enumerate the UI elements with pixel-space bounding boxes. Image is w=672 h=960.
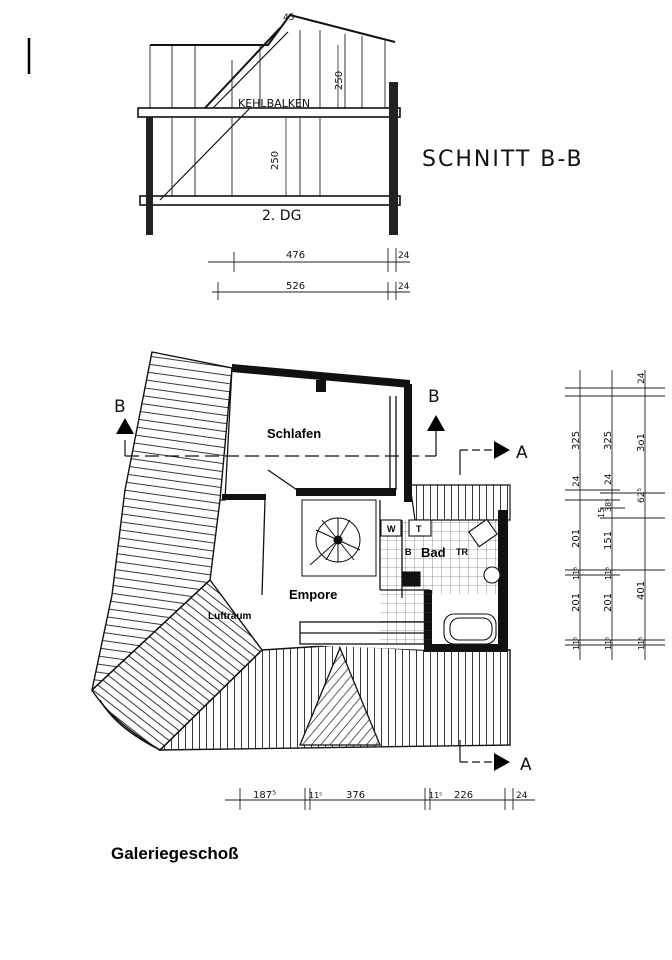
right-dim-151: 151 bbox=[603, 531, 614, 550]
kehlbalken-label: KEHLBALKEN bbox=[238, 97, 310, 110]
section-height-lower: 250 bbox=[270, 151, 281, 170]
roof-outline bbox=[150, 13, 396, 46]
right-dim-115-e: 11⁵ bbox=[637, 637, 646, 650]
caption: Galeriegeschoß bbox=[111, 844, 239, 863]
right-dim-24-top: 24 bbox=[637, 372, 647, 384]
floor-label: 2. DG bbox=[262, 208, 301, 224]
room-label-empore: Empore bbox=[289, 587, 337, 602]
roof-curve bbox=[99, 699, 161, 751]
section-mark-a-top: A bbox=[516, 443, 528, 463]
section-wall-right bbox=[389, 82, 398, 235]
roof-rafter bbox=[212, 31, 289, 109]
right-dim-325-a: 325 bbox=[571, 431, 582, 450]
section-dim-inner: 476 bbox=[286, 250, 305, 261]
schlafen-floor bbox=[230, 368, 410, 500]
section-arrow-a-bottom bbox=[494, 753, 510, 771]
section-arrow-a-top bbox=[494, 441, 510, 459]
right-dim-301: 3o1 bbox=[636, 433, 647, 452]
right-dim-625: 62⁵ bbox=[637, 488, 647, 503]
section-dim-lines bbox=[208, 248, 410, 300]
right-dim-115-c: 11⁵ bbox=[572, 637, 581, 650]
bottom-dim-0: 187⁵ bbox=[253, 790, 276, 801]
section-height-upper: 250 bbox=[334, 71, 345, 90]
room-label-schlafen: Schlafen bbox=[267, 426, 321, 441]
section-mark-b-left: B bbox=[114, 397, 126, 417]
roof-slope-right bbox=[409, 484, 511, 521]
section-line-a bbox=[459, 449, 495, 763]
floor-slab bbox=[139, 195, 401, 206]
bottom-dim-5: 24 bbox=[516, 791, 528, 801]
right-dim-115-d: 11⁵ bbox=[604, 637, 613, 650]
bottom-dim-4: 226 bbox=[454, 790, 473, 801]
right-dim-201-a: 201 bbox=[571, 529, 582, 548]
roof-rafter bbox=[204, 27, 281, 109]
section-top-label: 45 bbox=[283, 13, 294, 23]
section-dim-wall: 24 bbox=[398, 282, 410, 292]
right-dim-401: 401 bbox=[636, 581, 647, 600]
section-line-b bbox=[124, 430, 437, 457]
right-dim-325-b: 325 bbox=[603, 431, 614, 450]
bottom-dim-lines bbox=[225, 788, 535, 810]
section-dim-wall: 24 bbox=[398, 251, 410, 261]
right-dim-201-c: 201 bbox=[603, 593, 614, 612]
section-arrow-b-right bbox=[427, 415, 445, 431]
bottom-dim-2: 376 bbox=[346, 790, 365, 801]
section-wall-left bbox=[146, 117, 153, 235]
section-studs bbox=[149, 30, 386, 196]
fixture-w: W bbox=[387, 524, 396, 534]
section-dim-outer: 526 bbox=[286, 281, 305, 292]
kehlbalken-beam bbox=[137, 107, 401, 118]
fixture-b: B bbox=[405, 547, 412, 557]
section-mark-b-right: B bbox=[428, 387, 440, 407]
room-label-luftraum: Luftraum bbox=[208, 611, 251, 622]
section-mark-a-bottom: A bbox=[520, 755, 532, 775]
section-view: 45 250 250 KEHLBALKEN 2. DG SCHNITT B-B … bbox=[27, 13, 584, 300]
bottom-dim-1: 11⁵ bbox=[309, 791, 322, 800]
bath-fixtures bbox=[380, 518, 501, 645]
fixture-t: T bbox=[416, 524, 422, 534]
roof-rafter bbox=[159, 107, 251, 201]
section-arrow-b-left bbox=[116, 418, 134, 434]
right-dim-201-b: 201 bbox=[571, 593, 582, 612]
fixture-tr: TR bbox=[456, 547, 468, 557]
right-dim-115-b: 11⁵ bbox=[604, 567, 613, 580]
gable-hatch bbox=[300, 648, 380, 745]
section-title: SCHNITT B-B bbox=[422, 147, 584, 172]
right-dim-24-mid-b: 24 bbox=[604, 473, 614, 485]
right-dim-24-mid: 24 bbox=[572, 475, 582, 487]
bottom-dim-3: 11⁵ bbox=[429, 791, 442, 800]
plan-view: W T B TR B B A A Schlafen Bad Empore Luf… bbox=[90, 351, 665, 810]
room-label-bad: Bad bbox=[421, 545, 446, 560]
right-dim-385: 38⁵ bbox=[604, 499, 613, 512]
spiral-stair bbox=[301, 499, 377, 577]
right-dim-lines bbox=[565, 370, 665, 660]
right-dim-15: 15 bbox=[597, 508, 606, 518]
right-dim-115-a: 11⁵ bbox=[572, 567, 581, 580]
